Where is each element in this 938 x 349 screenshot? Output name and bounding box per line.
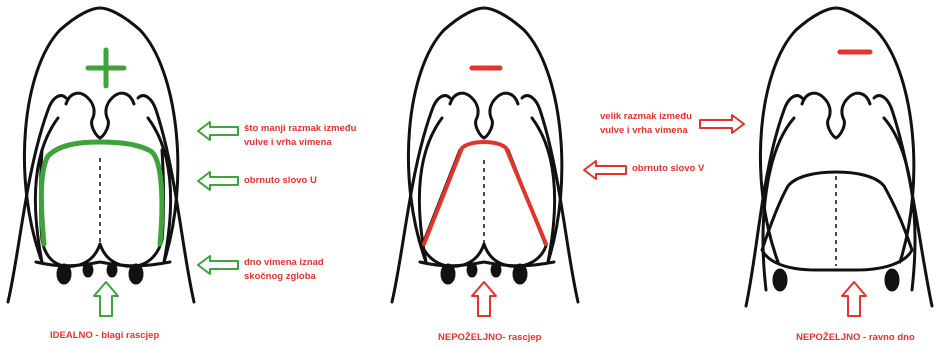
udder-outline <box>762 172 912 270</box>
teat <box>442 265 454 283</box>
label-vulva-gap-large: velik razmak između vulve i vrha vimena <box>600 110 692 138</box>
up-arrow-flat <box>842 282 866 316</box>
hock-right <box>138 96 194 302</box>
teat <box>58 265 70 283</box>
teat <box>130 265 142 283</box>
teat <box>886 270 898 290</box>
teat <box>492 264 500 276</box>
arrow-4 <box>584 161 626 179</box>
label-floor-above-hock: dno vimena iznad skočnog zgloba <box>244 256 324 284</box>
label-vulva-gap-small: što manji razmak između vulve i vrha vim… <box>244 122 356 150</box>
label-inverted-u: obrnuto slovo U <box>244 174 317 188</box>
teat <box>514 265 526 283</box>
teat <box>84 264 92 276</box>
thigh-right <box>884 118 915 290</box>
up-arrow-cleft <box>472 282 496 316</box>
arrow-5 <box>700 115 744 133</box>
arrow-1 <box>198 122 238 140</box>
tail <box>450 93 518 138</box>
hock-right <box>522 96 578 302</box>
inverted-u-highlight <box>41 142 162 244</box>
arrow-2 <box>198 172 238 190</box>
inverted-v-highlight <box>424 142 546 244</box>
hock-right <box>874 96 932 306</box>
tail <box>802 93 870 138</box>
label-inverted-v: obrnuto slovo V <box>632 162 704 176</box>
teat <box>108 264 116 276</box>
plus-sign <box>88 50 124 86</box>
panel-ideal <box>8 8 194 302</box>
panel-cleft <box>392 8 578 302</box>
udder-outline <box>41 150 164 266</box>
caption-ideal: IDEALNO - blagi rascjep <box>50 330 159 341</box>
teat <box>468 264 476 276</box>
teat <box>774 270 786 290</box>
tail <box>66 93 134 138</box>
up-arrow-ideal <box>94 282 118 316</box>
arrow-3 <box>198 256 238 274</box>
caption-flat: NEPOŽELJNO - ravno dno <box>796 332 915 343</box>
caption-cleft: NEPOŽELJNO- rascjep <box>438 332 541 343</box>
